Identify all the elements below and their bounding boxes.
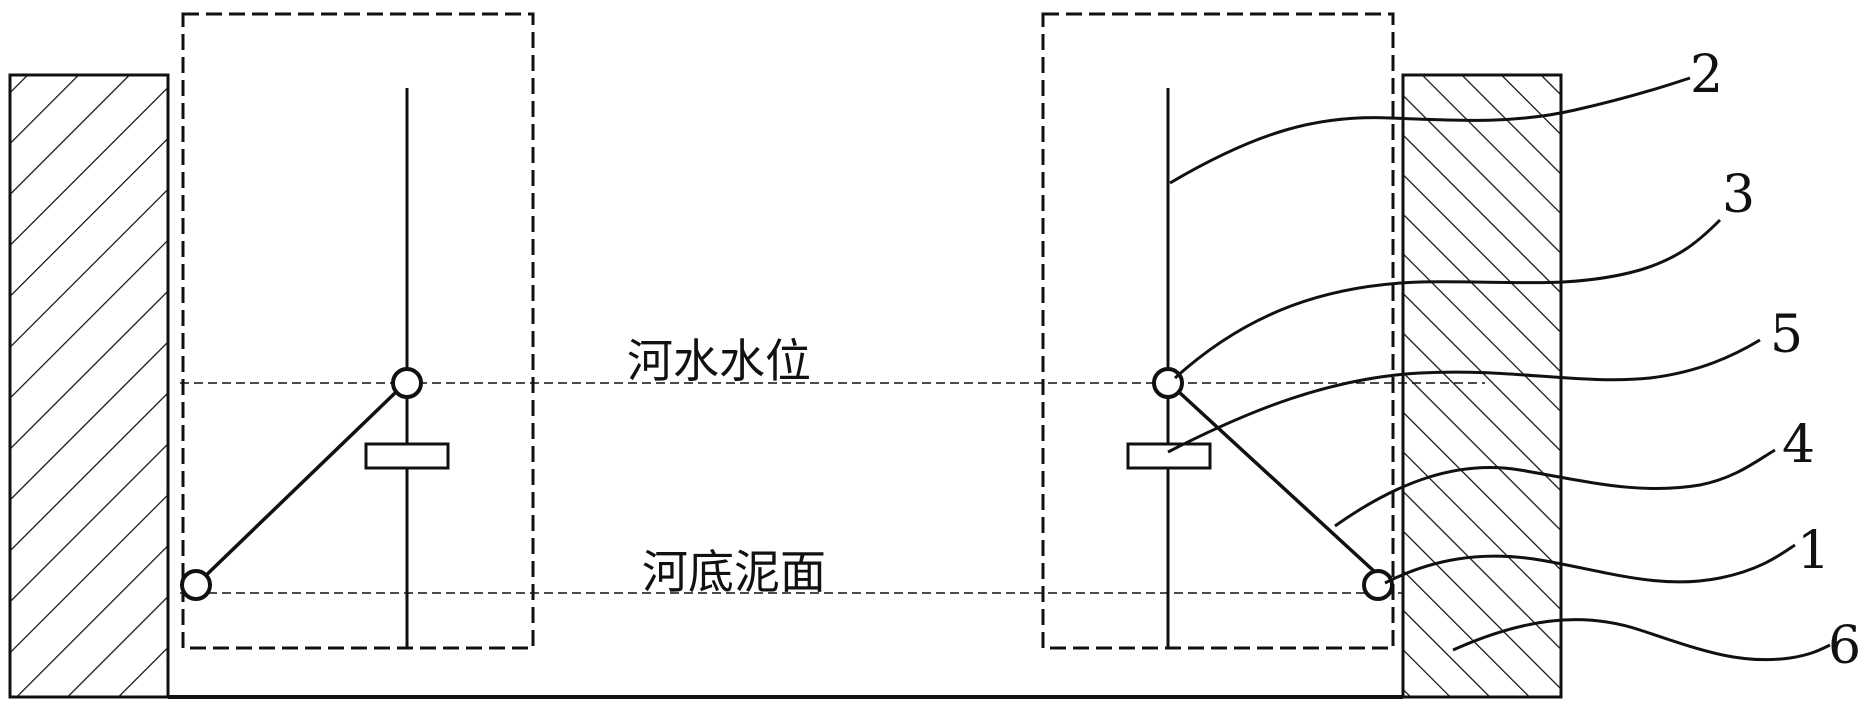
left-lower-hinge [180,569,212,601]
part-number-1: 1 [1797,521,1830,581]
leader-line-4 [1334,448,1776,528]
right-bank-wall [1401,73,1563,699]
right-gate-panel [1178,391,1378,575]
river-bed-label: 河底泥面 [642,545,826,599]
left-gate-boundary [181,12,535,650]
part-number-6: 6 [1828,616,1861,676]
left-gate-panel [196,391,397,585]
water-level-label: 河水水位 [627,334,811,388]
leader-lines [1167,76,1831,662]
part-number-3: 3 [1722,165,1755,225]
part-number-4: 4 [1782,415,1815,475]
leader-line-1 [1384,543,1796,585]
leader-line-5 [1167,338,1761,454]
left-bank-wall [8,73,170,699]
left-float-block [364,442,450,470]
leader-line-6 [1452,618,1831,662]
left-gate-assembly [180,88,450,648]
part-number-5: 5 [1770,305,1803,365]
leader-line-2 [1169,76,1691,185]
part-number-2: 2 [1690,45,1723,105]
right-upper-hinge [1152,367,1184,399]
right-lower-hinge [1362,569,1394,601]
left-upper-hinge [391,367,423,399]
leader-line-3 [1173,218,1722,380]
right-gate-assembly [1126,88,1394,648]
right-gate-boundary [1041,12,1395,650]
right-float-block [1126,442,1212,470]
